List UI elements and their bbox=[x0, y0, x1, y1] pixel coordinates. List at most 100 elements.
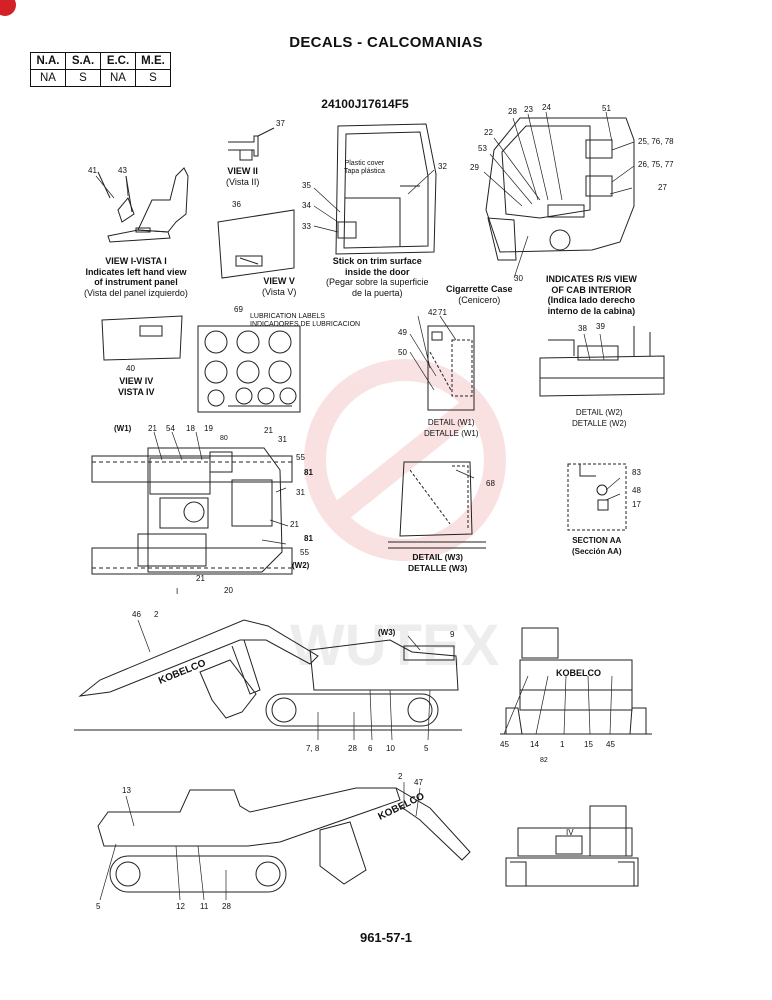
cigarette-title: Cigarrette Case bbox=[446, 284, 513, 294]
callout-25-76-78: 25, 76, 78 bbox=[638, 137, 674, 146]
callout-21: 21 bbox=[196, 574, 205, 583]
callout-45: 45 bbox=[606, 740, 615, 749]
view1-title: VIEW I-VISTA I bbox=[105, 256, 167, 266]
callout-32: 32 bbox=[438, 162, 447, 171]
detail-w2-title-es: DETALLE (W2) bbox=[572, 418, 627, 428]
part-number: 24100J17614F5 bbox=[321, 97, 409, 111]
callout-1: 1 bbox=[560, 740, 565, 749]
rs-title: OF CAB INTERIOR bbox=[551, 284, 632, 295]
callout-46: 46 bbox=[132, 610, 141, 619]
callout-40: 40 bbox=[126, 364, 135, 373]
callout-81: 81 bbox=[304, 468, 313, 477]
detail-w1-drawing bbox=[427, 325, 475, 411]
cab-interior-drawing bbox=[485, 117, 635, 261]
detail-w2-title: DETAIL (W2) bbox=[575, 408, 623, 417]
top-view-drawing bbox=[91, 447, 293, 575]
callout-55: 55 bbox=[300, 548, 309, 557]
availability-value: NA bbox=[30, 69, 66, 87]
detail-w1-title: DETAIL (W1) bbox=[427, 418, 475, 427]
door-desc-es: de la puerta) bbox=[352, 287, 403, 298]
callout-28: 28 bbox=[222, 902, 231, 911]
callout-15: 15 bbox=[584, 740, 593, 749]
callout-21: 21 bbox=[290, 520, 299, 529]
callout-33: 33 bbox=[302, 222, 311, 231]
callout-14: 14 bbox=[530, 740, 539, 749]
callout-80: 80 bbox=[220, 435, 228, 442]
detail-w2-caption: DETAIL (W2) DETALLE (W2) bbox=[572, 408, 627, 429]
view1-desc: of instrument panel bbox=[94, 277, 178, 287]
section-aa-title: SECTION AA bbox=[572, 536, 622, 545]
lube-title-es: INDICADORES DE LUBRICACION bbox=[250, 321, 361, 328]
callout-38: 38 bbox=[578, 324, 587, 333]
callout-w1: (W1) bbox=[114, 424, 132, 433]
callout-28: 28 bbox=[348, 744, 357, 753]
rs-view-caption: INDICATES R/S VIEW OF CAB INTERIOR (Indi… bbox=[546, 274, 637, 316]
view2-drawing bbox=[228, 127, 275, 161]
detail-w3-caption: DETAIL (W3) DETALLE (W3) bbox=[408, 552, 467, 573]
callout-55: 55 bbox=[296, 453, 305, 462]
excavator-side-view bbox=[74, 619, 462, 731]
callout-42: 42 bbox=[428, 308, 437, 317]
callout-17: 17 bbox=[632, 500, 641, 509]
callout-29: 29 bbox=[470, 163, 479, 172]
rear-view-drawing bbox=[500, 627, 652, 735]
detail-w3-title: DETAIL (W3) bbox=[412, 552, 464, 562]
callout-5: 5 bbox=[96, 902, 101, 911]
callout-71: 71 bbox=[438, 308, 447, 317]
boom-brand-text-2: KOBELCO bbox=[376, 791, 426, 823]
section-aa-title-es: (Sección AA) bbox=[572, 546, 622, 556]
page-title: DECALS - CALCOMANIAS bbox=[289, 34, 483, 51]
door-drawing bbox=[335, 123, 437, 255]
callout-49: 49 bbox=[398, 328, 407, 337]
callout-27: 27 bbox=[658, 183, 667, 192]
detail-w3-title-es: DETALLE (W3) bbox=[408, 562, 468, 573]
callout-7-8: 7, 8 bbox=[306, 744, 320, 753]
callout-69: 69 bbox=[234, 305, 243, 314]
callout-48: 48 bbox=[632, 486, 641, 495]
excavator-side-view-2 bbox=[97, 787, 471, 893]
callout-47: 47 bbox=[414, 778, 423, 787]
callout-36: 36 bbox=[232, 200, 241, 209]
view4-title: VIEW IV bbox=[119, 376, 154, 386]
callout-10: 10 bbox=[386, 744, 395, 753]
door-title: inside the door bbox=[345, 266, 410, 277]
lube-title: LUBRICATION LABELS bbox=[250, 313, 325, 320]
watermark-text: WUTEX bbox=[290, 613, 500, 678]
callout-21: 21 bbox=[264, 426, 273, 435]
page-number: 961-57-1 bbox=[359, 930, 413, 945]
seat-drawing bbox=[97, 167, 189, 243]
detail-w2-drawing bbox=[539, 326, 665, 397]
callout-82: 82 bbox=[540, 757, 548, 764]
section-aa-drawing bbox=[567, 463, 627, 531]
callout-21: 21 bbox=[148, 424, 157, 433]
cigarette-caption: Cigarrette Case (Cenicero) bbox=[446, 284, 513, 305]
rs-title: INDICATES R/S VIEW bbox=[546, 274, 637, 284]
detail-w1-title-es: DETALLE (W1) bbox=[424, 428, 479, 438]
corner-marker bbox=[0, 0, 16, 16]
callout-41: 41 bbox=[88, 166, 97, 175]
view2-caption: VIEW II (Vista II) bbox=[226, 166, 259, 187]
view-marker-iv: IV bbox=[566, 828, 574, 837]
callout-9: 9 bbox=[450, 630, 455, 639]
door-caption: Stick on trim surface inside the door (P… bbox=[326, 256, 429, 298]
rs-desc: (Indica lado derecho bbox=[547, 295, 636, 305]
callout-26-75-77: 26, 75, 77 bbox=[638, 160, 674, 169]
availability-table: N.A. S.A. E.C. M.E. NA S NA S bbox=[30, 52, 171, 87]
callout-31: 31 bbox=[278, 435, 287, 444]
view4-drawing bbox=[101, 315, 183, 361]
lubrication-labels-drawing bbox=[197, 325, 301, 413]
callout-2: 2 bbox=[398, 772, 403, 781]
callout-5: 5 bbox=[424, 744, 429, 753]
callout-22: 22 bbox=[484, 128, 493, 137]
lubrication-caption: LUBRICATION LABELS INDICADORES DE LUBRIC… bbox=[250, 313, 360, 329]
view5-drawing bbox=[217, 209, 295, 279]
callout-35: 35 bbox=[302, 181, 311, 190]
view5-caption: VIEW V (Vista V) bbox=[262, 276, 296, 297]
plastic-cover-note: Plastic cover Tapa plástica bbox=[344, 160, 385, 176]
view4-title-es: VISTA IV bbox=[118, 386, 155, 397]
callout-83: 83 bbox=[632, 468, 641, 477]
callout-23: 23 bbox=[524, 105, 533, 114]
callout-43: 43 bbox=[118, 166, 127, 175]
callout-28: 28 bbox=[508, 107, 517, 116]
